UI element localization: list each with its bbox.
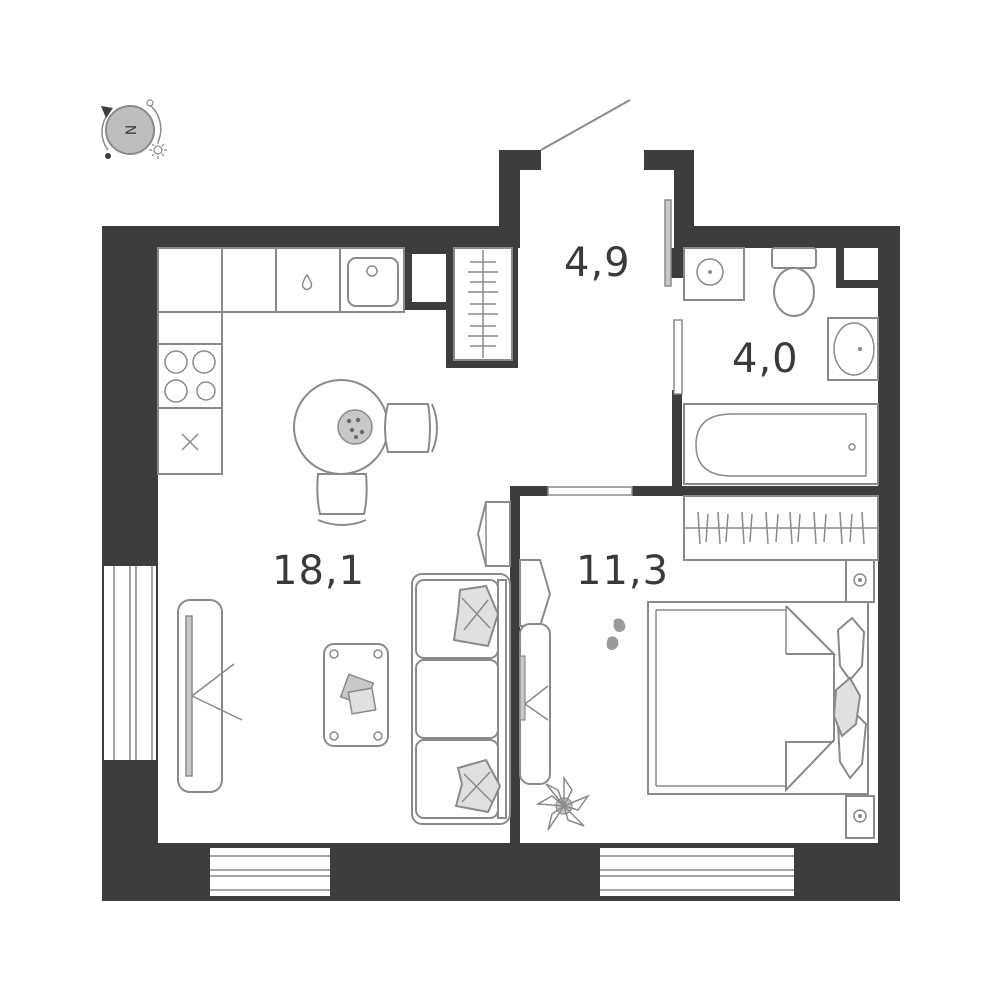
sun-icon bbox=[149, 141, 167, 159]
magazine-icon bbox=[339, 673, 377, 715]
room-area-hall: 4,9 bbox=[564, 240, 631, 286]
nightstand-bottom bbox=[845, 795, 875, 839]
washbasin-icon bbox=[827, 317, 879, 381]
tv-stand bbox=[177, 599, 243, 793]
coffee-table bbox=[323, 643, 389, 747]
sofa bbox=[411, 573, 511, 825]
stove-icon bbox=[164, 350, 216, 403]
pillow bbox=[832, 616, 868, 780]
dining-chair-right bbox=[384, 403, 438, 453]
dishwasher-icon bbox=[181, 433, 199, 451]
window-south-bedroom bbox=[600, 848, 794, 896]
room-area-bath: 4,0 bbox=[732, 336, 799, 382]
room-area-living: 18,1 bbox=[272, 548, 365, 594]
bedroom-door bbox=[547, 486, 633, 496]
side-cabinet-living bbox=[476, 501, 511, 567]
dining-chair-bottom bbox=[316, 473, 368, 526]
toilet-icon bbox=[771, 247, 817, 317]
cushion-bottom bbox=[454, 758, 502, 814]
double-bed bbox=[647, 601, 869, 795]
window-west bbox=[104, 566, 156, 760]
bath-sink-icon bbox=[683, 247, 745, 301]
bedroom-tv-stand bbox=[519, 559, 552, 785]
slippers-icon bbox=[606, 618, 626, 650]
water-drop-icon bbox=[301, 273, 313, 291]
compass-north-icon: N bbox=[101, 99, 167, 159]
hall-wardrobe bbox=[453, 247, 513, 361]
plant-icon bbox=[535, 775, 591, 831]
bathtub-icon bbox=[683, 403, 879, 485]
bath-door bbox=[664, 199, 683, 395]
cushion-top bbox=[452, 584, 500, 648]
entrance-door bbox=[540, 99, 631, 151]
dining-table bbox=[293, 379, 389, 475]
nightstand-top bbox=[845, 559, 875, 603]
kitchen-counter bbox=[157, 247, 405, 475]
room-area-bedroom: 11,3 bbox=[576, 548, 669, 594]
bedroom-wardrobe bbox=[683, 495, 879, 561]
compass-letter: N bbox=[124, 125, 140, 135]
window-south-living bbox=[210, 848, 330, 896]
kitchen-sink-icon bbox=[347, 257, 399, 307]
